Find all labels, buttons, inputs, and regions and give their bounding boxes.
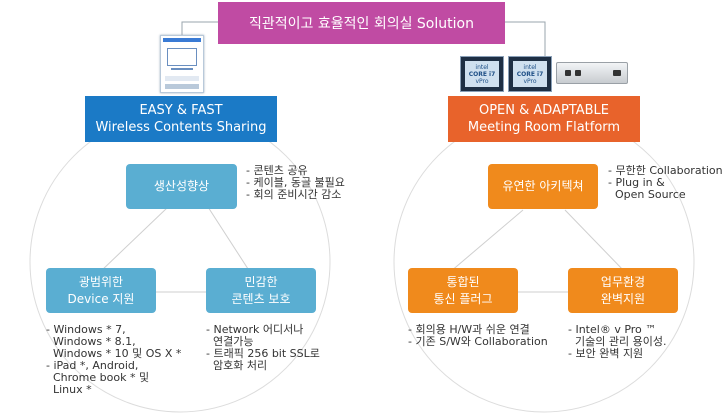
- device-support-bullets: - Windows * 7, Windows * 8.1, Windows * …: [46, 323, 182, 396]
- productivity-node: 생산성향상: [126, 164, 237, 209]
- mini-pc-illustration: [556, 62, 628, 84]
- flexible-architecture-node: 유연한 아키텍쳐: [488, 164, 598, 209]
- integrated-plugin-bullets: - 회의용 H/W과 쉬운 연결 - 기존 S/W와 Collaboration: [408, 323, 548, 348]
- page-title: 직관적이고 효율적인 회의실 Solution: [218, 2, 505, 44]
- work-environment-bullets: - Intel® v Pro ™ 기술의 관리 용이성. - 보안 완벽 지원: [568, 323, 667, 360]
- tablet-illustration: [160, 35, 204, 93]
- flexible-architecture-bullets: - 무한한 Collaboration - Plug in & Open Sou…: [608, 164, 723, 201]
- productivity-bullets: - 콘텐츠 공유 - 케이블, 동글 불필요 - 회의 준비시간 감소: [246, 164, 345, 201]
- content-protection-bullets: - Network 어디서나 연결가능 - 트래픽 256 bit SSL로 암…: [206, 323, 320, 372]
- right-circle: [393, 111, 695, 413]
